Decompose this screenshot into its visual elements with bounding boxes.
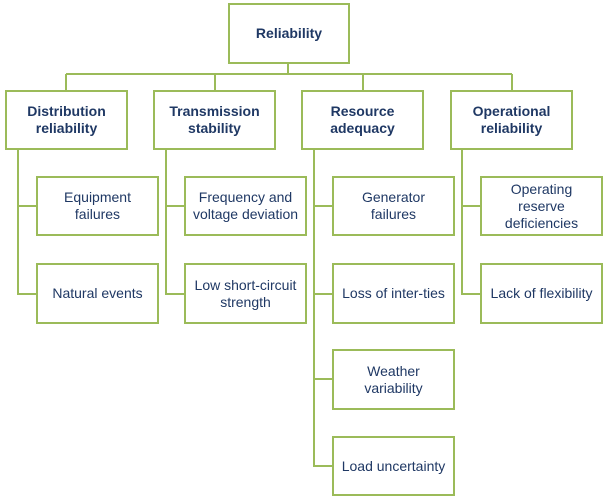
item-load-uncertainty: Load uncertainty [332,436,455,496]
category-distribution-reliability: Distribution reliability [5,90,128,150]
item-frequency-voltage-deviation: Frequency and voltage deviation [184,176,307,236]
item-weather-variability: Weather variability [332,349,455,410]
item-lack-of-flexibility: Lack of flexibility [480,263,603,324]
root-label: Reliability [255,25,323,41]
branch-distribution [17,150,36,295]
category-label: Resource adequacy [330,103,395,136]
branch-transmission [165,150,184,295]
item-label: Lack of flexibility [490,285,593,301]
category-transmission-stability: Transmission stability [153,90,276,150]
item-label: Equipment failures [64,189,131,222]
item-natural-events: Natural events [36,263,159,324]
root-node-reliability: Reliability [228,3,350,64]
branch-resource [313,150,332,467]
item-label: Loss of inter-ties [342,285,445,301]
item-equipment-failures: Equipment failures [36,176,159,236]
item-label: Low short-circuit strength [194,276,297,310]
item-operating-reserve-deficiencies: Operating reserve deficiencies [480,176,603,236]
item-label: Natural events [52,285,143,301]
item-generator-failures: Generator failures [332,176,455,236]
category-resource-adequacy: Resource adequacy [301,90,424,150]
item-label: Load uncertainty [341,457,446,474]
item-label: Frequency and voltage deviation [192,189,299,222]
category-label: Transmission stability [169,103,260,136]
item-label: Generator failures [361,189,426,222]
category-label: Operational reliability [472,103,551,136]
branch-operational [461,150,480,295]
category-label: Distribution reliability [27,103,106,136]
item-loss-of-inter-ties: Loss of inter-ties [332,263,455,324]
category-operational-reliability: Operational reliability [450,90,573,150]
item-label: Weather variability [364,362,423,396]
item-low-short-circuit-strength: Low short-circuit strength [184,263,307,324]
item-label: Operating reserve deficiencies [504,180,579,231]
